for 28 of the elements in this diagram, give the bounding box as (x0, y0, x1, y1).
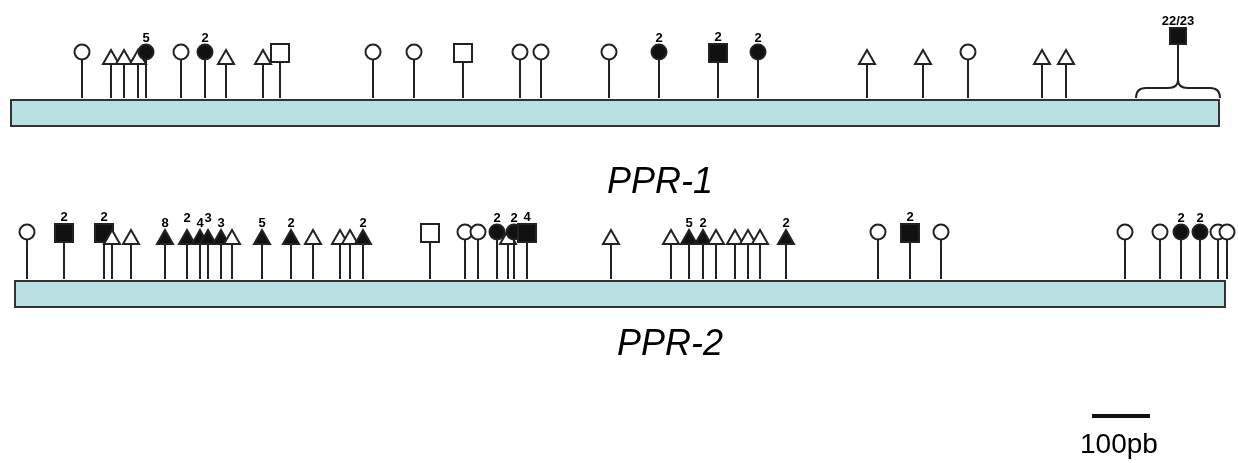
count-label: 2 (1196, 211, 1204, 224)
count-label: 2 (906, 210, 914, 223)
count-label: 2 (714, 30, 722, 43)
count-label: 2 (183, 211, 191, 224)
gene-name: PPR-1 (607, 160, 713, 202)
count-label: 2 (100, 210, 108, 223)
count-label: 2 (655, 31, 663, 44)
count-label: 8 (161, 216, 169, 229)
count-label: 5 (142, 31, 150, 44)
count-label: 2 (754, 31, 762, 44)
count-label: 2 (1177, 211, 1185, 224)
count-label: 2 (782, 216, 790, 229)
count-label: 2 (201, 31, 209, 44)
count-label: 22/23 (1161, 14, 1195, 27)
count-label: 2 (699, 216, 707, 229)
count-label: 2 (493, 211, 501, 224)
scale-label: 100pb (1080, 428, 1158, 460)
count-label: 2 (287, 216, 295, 229)
count-label: 4 (523, 210, 531, 223)
count-label: 2 (359, 216, 367, 229)
count-label: 5 (258, 216, 266, 229)
count-label: 5 (685, 216, 693, 229)
count-label: 3 (204, 211, 212, 224)
count-label: 4 (196, 216, 204, 229)
count-label: 3 (217, 216, 225, 229)
count-label: 2 (510, 211, 518, 224)
count-label: 2 (60, 210, 68, 223)
gene-name: PPR-2 (617, 322, 723, 364)
